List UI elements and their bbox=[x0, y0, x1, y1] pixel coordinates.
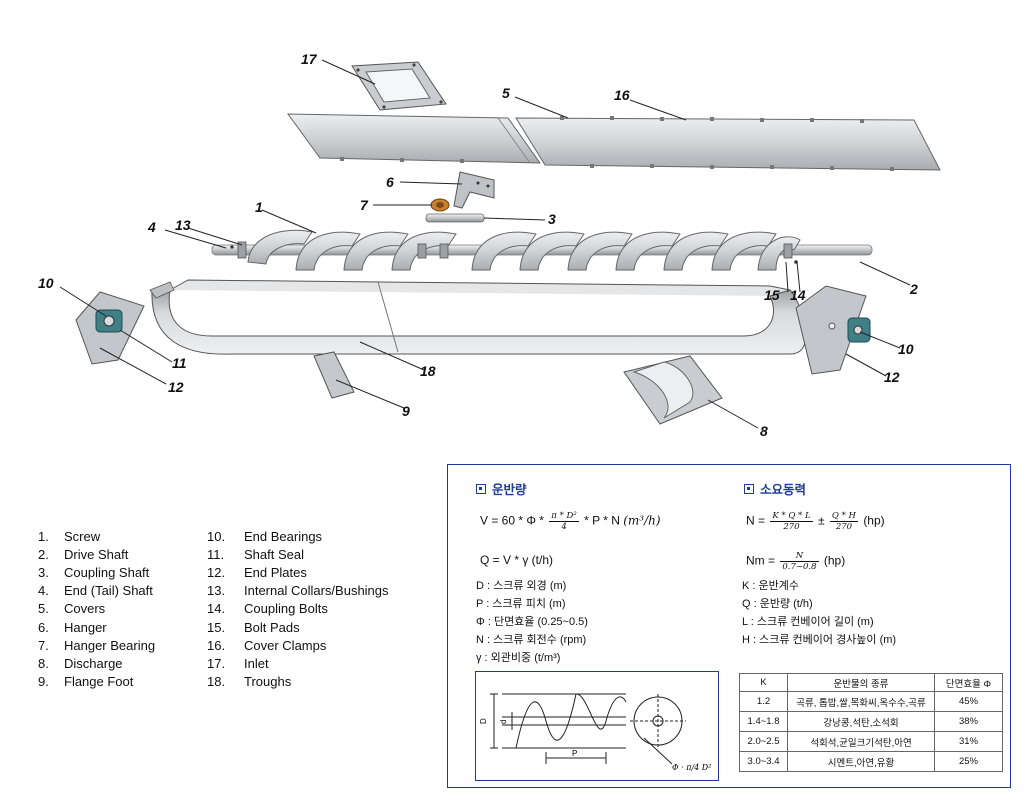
callout-15: 15 bbox=[764, 287, 780, 303]
capacity-var: Φ : 단면효율 (0.25~0.5) bbox=[476, 616, 588, 628]
power-var: L : 스크류 컨베이어 길이 (m) bbox=[742, 616, 874, 628]
legend-item: 12.End Plates bbox=[207, 564, 307, 580]
table-header-row: K 운반물의 종류 단면효율 Φ bbox=[739, 673, 1003, 692]
table-row: 3.0~3.4 시멘트,아연,유황 25% bbox=[739, 751, 1003, 772]
inlet-part bbox=[351, 61, 447, 111]
table-cell: 25% bbox=[934, 751, 1003, 772]
callout-1: 1 bbox=[255, 199, 263, 215]
callout-18: 18 bbox=[420, 363, 436, 379]
table-cell: 2.0~2.5 bbox=[739, 731, 788, 752]
legend-item: 9.Flange Foot bbox=[38, 674, 134, 690]
table-row: 2.0~2.5 석회석,균일크기석탄,아연 31% bbox=[739, 731, 1003, 752]
coupling-shaft-part bbox=[425, 213, 485, 223]
legend-item: 15.Bolt Pads bbox=[207, 619, 300, 635]
table-cell: 석회석,균일크기석탄,아연 bbox=[787, 731, 935, 752]
flange-foot-part bbox=[313, 351, 355, 399]
sketch-label-d: d bbox=[499, 720, 508, 724]
legend-item: 5.Covers bbox=[38, 601, 106, 617]
legend-item: 17.Inlet bbox=[207, 655, 269, 671]
legend-item: 2.Drive Shaft bbox=[38, 546, 129, 562]
table-cell: 38% bbox=[934, 711, 1003, 732]
callout-5: 5 bbox=[502, 85, 510, 101]
sketch-label-D: D bbox=[479, 718, 488, 724]
legend-item: 8.Discharge bbox=[38, 655, 123, 671]
capacity-var: γ : 외관비중 (t/m³) bbox=[476, 652, 561, 664]
callout-14: 14 bbox=[790, 287, 806, 303]
callout-11: 11 bbox=[172, 355, 187, 371]
parts-legend-right: 10.End Bearings 11.Shaft Seal 12.End Pla… bbox=[207, 527, 389, 691]
power-var: K : 운반계수 bbox=[742, 580, 799, 592]
screw-sketch: D d P Φ · π/4 D² bbox=[475, 671, 719, 781]
callout-4: 4 bbox=[147, 219, 156, 235]
capacity-var: P : 스크류 피치 (m) bbox=[476, 598, 566, 610]
square-bullet-icon bbox=[744, 483, 754, 494]
screw-sketch-drawing: D d P Φ · π/4 D² bbox=[479, 693, 711, 772]
table-header-cell: 단면효율 Φ bbox=[934, 673, 1003, 692]
callout-12-right: 12 bbox=[884, 369, 900, 385]
legend-item: 7.Hanger Bearing bbox=[38, 637, 156, 653]
callout-17: 17 bbox=[301, 51, 318, 67]
legend-item: 4.End (Tail) Shaft bbox=[38, 583, 153, 599]
callout-2: 2 bbox=[909, 281, 918, 297]
cover-long bbox=[515, 117, 941, 171]
legend-item: 3.Coupling Shaft bbox=[38, 564, 150, 580]
legend-item: 14.Coupling Bolts bbox=[207, 601, 328, 617]
power-heading: 소요동력 bbox=[744, 479, 806, 498]
capacity-heading: 운반량 bbox=[476, 479, 527, 498]
end-plate-left bbox=[75, 291, 145, 365]
table-header-cell: 운반물의 종류 bbox=[787, 673, 935, 692]
screw-assembly bbox=[211, 229, 873, 271]
table-cell: 곡류, 톱밥,쌀,목화씨,옥수수,곡류 bbox=[787, 691, 935, 712]
square-bullet-icon bbox=[476, 483, 486, 494]
table-cell: 강낭콩,석탄,소석회 bbox=[787, 711, 935, 732]
cover-short bbox=[287, 113, 541, 164]
capacity-formula-q: Q = V * γ (t/h) bbox=[480, 553, 554, 567]
discharge-part bbox=[623, 355, 723, 425]
table-cell: 1.2 bbox=[739, 691, 788, 712]
trough-part bbox=[149, 279, 807, 355]
callout-10-left: 10 bbox=[38, 275, 54, 291]
conveyance-coefficient-table: K 운반물의 종류 단면효율 Φ 1.2 곡류, 톱밥,쌀,목화씨,옥수수,곡류… bbox=[739, 673, 1003, 772]
callout-8: 8 bbox=[760, 423, 768, 439]
callout-3: 3 bbox=[548, 211, 556, 227]
parts-legend-left: 1.Screw 2.Drive Shaft 3.Coupling Shaft 4… bbox=[38, 527, 155, 691]
legend-item: 16.Cover Clamps bbox=[207, 637, 327, 653]
table-cell: 45% bbox=[934, 691, 1003, 712]
legend-item: 18.Troughs bbox=[207, 674, 292, 690]
hanger-bearing-part bbox=[430, 198, 450, 212]
legend-item: 10.End Bearings bbox=[207, 528, 323, 544]
sketch-label-P: P bbox=[572, 749, 577, 758]
legend-item: 13.Internal Collars/Bushings bbox=[207, 583, 389, 599]
end-plate-right bbox=[795, 285, 871, 375]
callout-13: 13 bbox=[175, 217, 191, 233]
capacity-var: N : 스크류 회전수 (rpm) bbox=[476, 634, 587, 646]
table-header-cell: K bbox=[739, 673, 788, 692]
table-cell: 1.4~1.8 bbox=[739, 711, 788, 732]
exploded-diagram: 17 5 16 6 7 3 1 4 13 10 11 12 2 15 14 10… bbox=[38, 51, 941, 439]
cover-clamps bbox=[340, 116, 894, 171]
legend-item: 6.Hanger bbox=[38, 619, 107, 635]
callout-10-right: 10 bbox=[898, 341, 914, 357]
capacity-var: D : 스크류 외경 (m) bbox=[476, 580, 567, 592]
hanger-part bbox=[453, 171, 495, 209]
power-var: Q : 운반량 (t/h) bbox=[742, 598, 813, 610]
table-row: 1.4~1.8 강낭콩,석탄,소석회 38% bbox=[739, 711, 1003, 732]
callout-16: 16 bbox=[614, 87, 630, 103]
callout-12-left: 12 bbox=[168, 379, 184, 395]
callout-6: 6 bbox=[386, 174, 394, 190]
legend-item: 1.Screw bbox=[38, 528, 101, 544]
callout-9: 9 bbox=[402, 403, 410, 419]
callout-7: 7 bbox=[360, 197, 369, 213]
sketch-label-phi: Φ · π/4 D² bbox=[672, 763, 711, 772]
legend-item: 11.Shaft Seal bbox=[207, 546, 304, 562]
table-cell: 31% bbox=[934, 731, 1003, 752]
table-row: 1.2 곡류, 톱밥,쌀,목화씨,옥수수,곡류 45% bbox=[739, 691, 1003, 712]
power-var: H : 스크류 컨베이어 경사높이 (m) bbox=[742, 634, 897, 646]
table-cell: 시멘트,아연,유황 bbox=[787, 751, 935, 772]
table-cell: 3.0~3.4 bbox=[739, 751, 788, 772]
